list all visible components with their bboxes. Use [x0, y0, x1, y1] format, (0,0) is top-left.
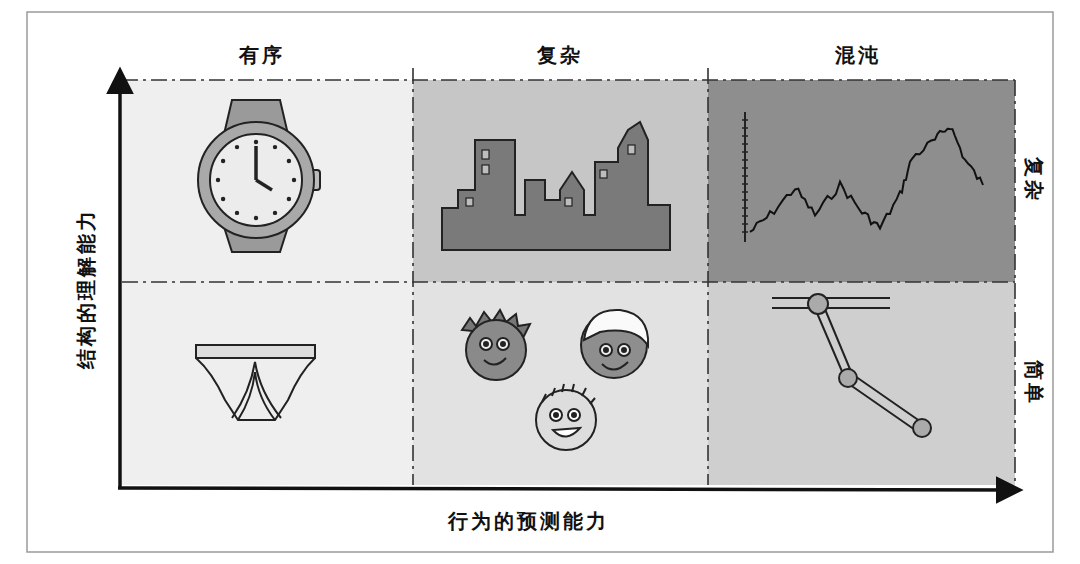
double-pendulum: [772, 294, 931, 437]
axes: [118, 72, 1018, 490]
column-header: 混沌: [835, 44, 881, 66]
column-header: 复杂: [537, 44, 583, 66]
grid-lines: [122, 68, 1015, 485]
column-header: 有序: [239, 44, 285, 66]
watch-icon: [198, 100, 320, 252]
grid-cells: [122, 80, 1015, 485]
city-skyline: [442, 122, 670, 250]
faces-icon: [462, 310, 648, 450]
row-header: 简单: [1023, 360, 1045, 406]
chaos-chart: [742, 112, 983, 242]
briefs-icon: [196, 345, 315, 420]
row-header: 复杂: [1023, 157, 1045, 203]
axis-label: 行为的预测能力: [448, 510, 609, 532]
axis-label: 结构的理解能力: [75, 208, 97, 369]
frame: [27, 12, 1053, 552]
